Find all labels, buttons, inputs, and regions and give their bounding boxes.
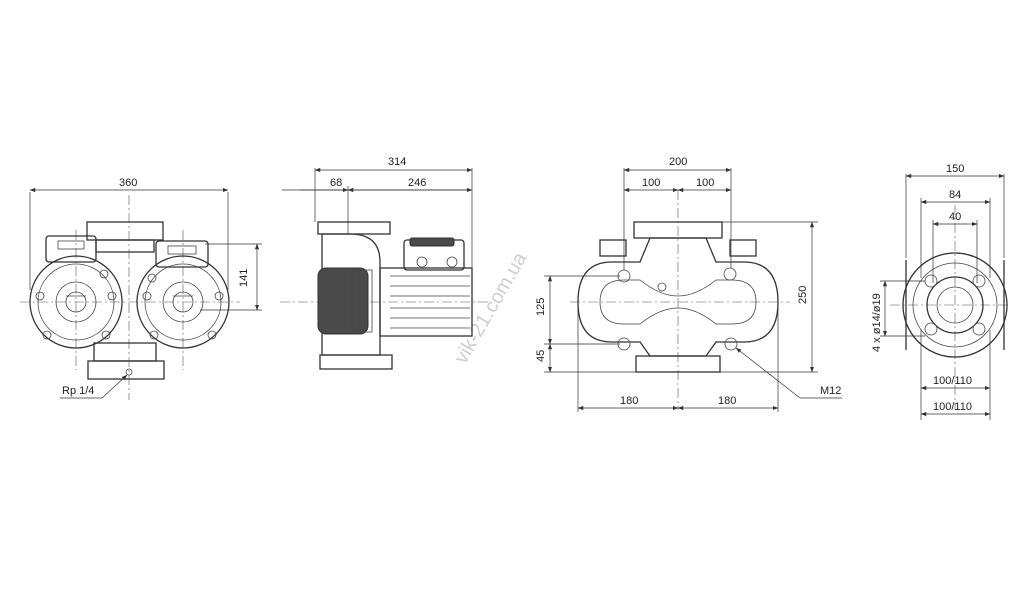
label-thread: Rp 1/4 [62,385,94,397]
flange-view: 150 84 40 4 x ø14/ø19 100/110 100/110 [871,163,1010,420]
dim-front-height: 141 [238,269,250,287]
dim-flange-bolt-circle-2: 100/110 [933,401,972,413]
dim-flange-bolt-circle-1: 100/110 [933,375,972,387]
dim-flange-bore: 40 [949,211,961,223]
rear-view: 200 100 100 250 125 45 180 180 M12 [535,156,842,412]
front-view: 360 141 Rp 1/4 [20,177,262,400]
dim-rear-half-right: 100 [696,177,714,189]
dim-rear-height: 250 [797,286,809,304]
dim-side-length: 314 [388,156,406,168]
dim-rear-base-2: 45 [535,350,547,362]
dim-flange-outer: 150 [946,163,964,175]
dim-rear-half-left: 100 [642,177,660,189]
dim-flange-pitch: 84 [949,189,961,201]
label-bolt: M12 [820,385,841,397]
dim-side-short: 68 [330,177,342,189]
dim-side-motor: 246 [408,177,426,189]
dim-rear-base-right: 180 [718,395,736,407]
dim-front-width: 360 [119,177,137,189]
dim-rear-width: 200 [669,156,687,168]
dim-rear-base-left: 180 [620,395,638,407]
side-view: 314 68 246 [280,156,490,370]
dim-rear-base-1: 125 [535,298,547,316]
label-flange-holes: 4 x ø14/ø19 [871,293,883,352]
